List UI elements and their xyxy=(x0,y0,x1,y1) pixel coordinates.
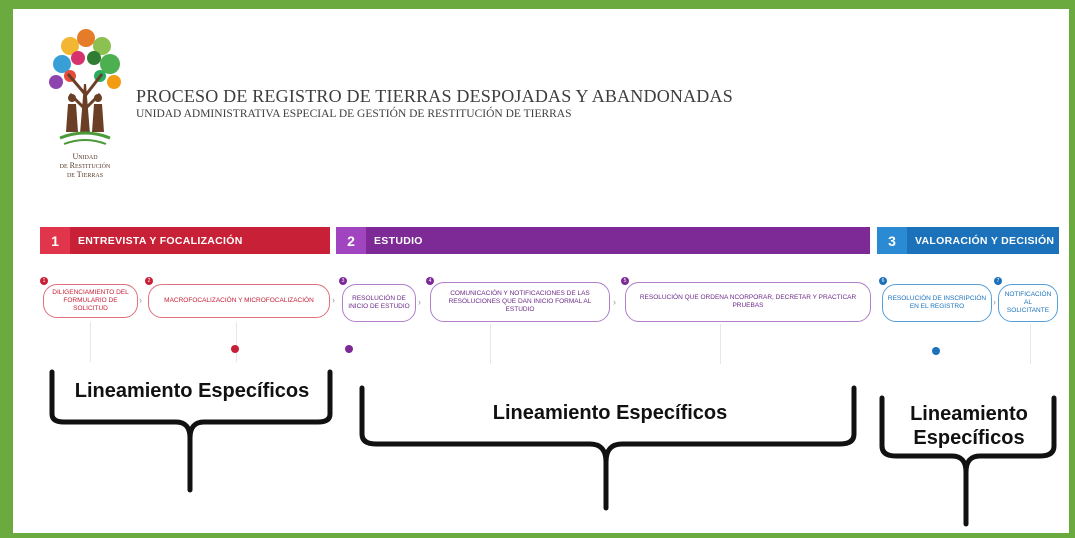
guide-line xyxy=(1030,324,1031,364)
page-subtitle: UNIDAD ADMINISTRATIVA ESPECIAL DE GESTIÓ… xyxy=(136,108,572,120)
step-box-7: NOTIFICACIÓN AL SOLICITANTE xyxy=(998,284,1058,322)
brace-label-1: Lineamiento Específicos xyxy=(74,380,310,402)
step-pin-5: 5 xyxy=(621,277,629,285)
brace-label-3-line-1: Lineamiento xyxy=(910,403,1028,425)
guide-line xyxy=(720,324,721,364)
step-box-3: RESOLUCIÓN DE INICIO DE ESTUDIO xyxy=(342,284,416,322)
phase-number-3: 3 xyxy=(877,227,907,254)
logo-line-1: Unidad xyxy=(72,152,98,161)
guide-line xyxy=(236,322,237,362)
phase-bar-3: 3 VALORACIÓN Y DECISIÓN xyxy=(877,227,1059,254)
step-pin-6: 6 xyxy=(879,277,887,285)
brace-3 xyxy=(879,395,1057,527)
step-pin-4: 4 xyxy=(426,277,434,285)
step-box-4: COMUNICACIÓN Y NOTIFICACIONES DE LAS RES… xyxy=(430,282,610,322)
brace-label-2: Lineamiento Específicos xyxy=(492,402,728,424)
arrow-icon: › xyxy=(139,295,142,305)
timeline-dot xyxy=(231,345,239,353)
phase-name-3: VALORACIÓN Y DECISIÓN xyxy=(915,234,1055,247)
step-pin-1: 1 xyxy=(40,277,48,285)
restitucion-tree-logo xyxy=(49,29,121,145)
arrow-icon: › xyxy=(613,297,616,307)
brace-1 xyxy=(49,369,333,493)
page-title: PROCESO DE REGISTRO DE TIERRAS DESPOJADA… xyxy=(136,86,733,106)
step-box-6: RESOLUCIÓN DE INSCRIPCIÓN EN EL REGISTRO xyxy=(882,284,992,322)
brace-2 xyxy=(359,385,857,511)
phase-bar-2: 2 ESTUDIO xyxy=(336,227,870,254)
arrow-icon: › xyxy=(332,295,335,305)
arrow-icon: › xyxy=(418,297,421,307)
timeline-dot xyxy=(932,347,940,355)
logo-wordmark: Unidad de Restitución de Tierras xyxy=(40,152,130,179)
logo-line-3: de Tierras xyxy=(66,170,104,179)
step-box-1: DILIGENCIAMIENTO DEL FORMULARIO DE SOLIC… xyxy=(43,284,138,318)
guide-line xyxy=(90,322,91,362)
step-box-5: RESOLUCIÓN QUE ORDENA NCORPORAR, DECRETA… xyxy=(625,282,871,322)
brace-label-3: Lineamiento Específicos xyxy=(890,402,1048,450)
step-pin-3: 3 xyxy=(339,277,347,285)
timeline-dot xyxy=(345,345,353,353)
guide-line xyxy=(490,324,491,364)
phase-bar-1: 1 ENTREVISTA Y FOCALIZACIÓN xyxy=(40,227,330,254)
phase-name-2: ESTUDIO xyxy=(374,234,423,247)
phase-name-1: ENTREVISTA Y FOCALIZACIÓN xyxy=(78,234,243,247)
brace-label-3-line-2: Específicos xyxy=(913,427,1025,449)
step-box-2: MACROFOCALIZACIÓN Y MICROFOCALIZACIÓN xyxy=(148,284,330,318)
step-pin-2: 2 xyxy=(145,277,153,285)
logo-line-2: de Restitución xyxy=(59,161,111,170)
arrow-icon: › xyxy=(993,297,996,307)
phase-number-1: 1 xyxy=(40,227,70,254)
step-pin-7: 7 xyxy=(994,277,1002,285)
phase-number-2: 2 xyxy=(336,227,366,254)
